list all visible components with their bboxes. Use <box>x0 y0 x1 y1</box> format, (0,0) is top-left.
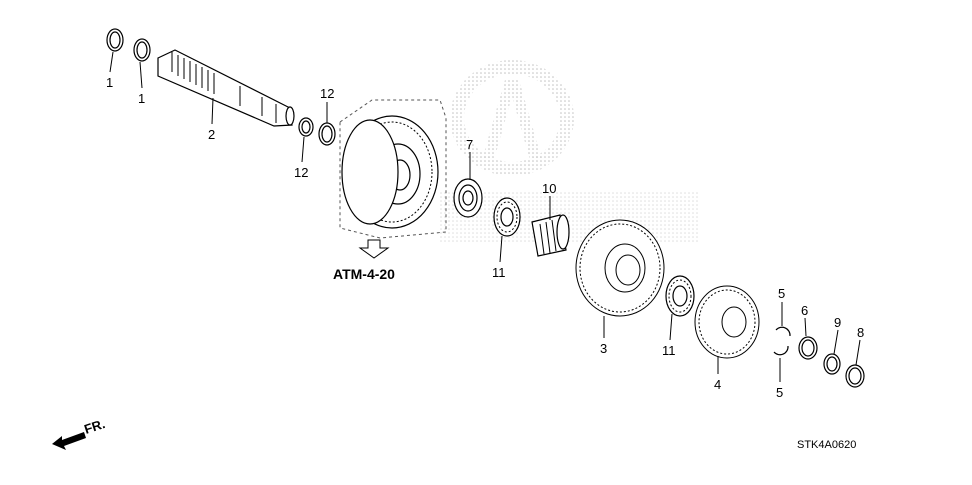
seal-ring-1b <box>133 38 151 62</box>
callout-11a: 11 <box>492 265 506 280</box>
reference-label: ATM-4-20 <box>333 266 395 282</box>
callout-10: 10 <box>542 181 556 196</box>
front-label: FR. <box>82 416 107 437</box>
cotter-5a <box>775 326 791 337</box>
bearing-7 <box>453 178 483 218</box>
gear-4 <box>694 285 760 359</box>
callout-1a: 1 <box>106 75 113 90</box>
callout-4: 4 <box>714 377 721 392</box>
o-ring-12b <box>318 122 336 146</box>
needle-bearing-10 <box>531 214 570 257</box>
nut-8 <box>845 364 865 388</box>
seal-ring-1a <box>106 28 124 52</box>
washer-9 <box>823 353 841 375</box>
acura-watermark-logo <box>440 60 700 242</box>
callout-5a: 5 <box>778 286 785 301</box>
callout-7: 7 <box>466 137 473 152</box>
callout-2: 2 <box>208 127 215 142</box>
callout-5b: 5 <box>776 385 783 400</box>
o-ring-12a <box>298 117 314 137</box>
callout-1b: 1 <box>138 91 145 106</box>
callout-9: 9 <box>834 315 841 330</box>
reference-arrow-icon <box>358 239 390 259</box>
callout-6: 6 <box>801 303 808 318</box>
bearing-11b <box>665 275 695 317</box>
mainshaft <box>157 49 295 127</box>
diagram-code: STK4A0620 <box>797 439 856 451</box>
gear-3 <box>575 219 665 317</box>
callout-3: 3 <box>600 341 607 356</box>
callout-12b: 12 <box>294 165 308 180</box>
cotter-5b <box>773 345 789 356</box>
callout-12a: 12 <box>320 86 334 101</box>
bearing-11a <box>493 197 521 237</box>
ring-6 <box>798 336 818 360</box>
callout-8: 8 <box>857 325 864 340</box>
clutch-assembly <box>339 99 447 239</box>
callout-11b: 11 <box>662 343 676 358</box>
front-arrow-icon <box>52 432 86 450</box>
